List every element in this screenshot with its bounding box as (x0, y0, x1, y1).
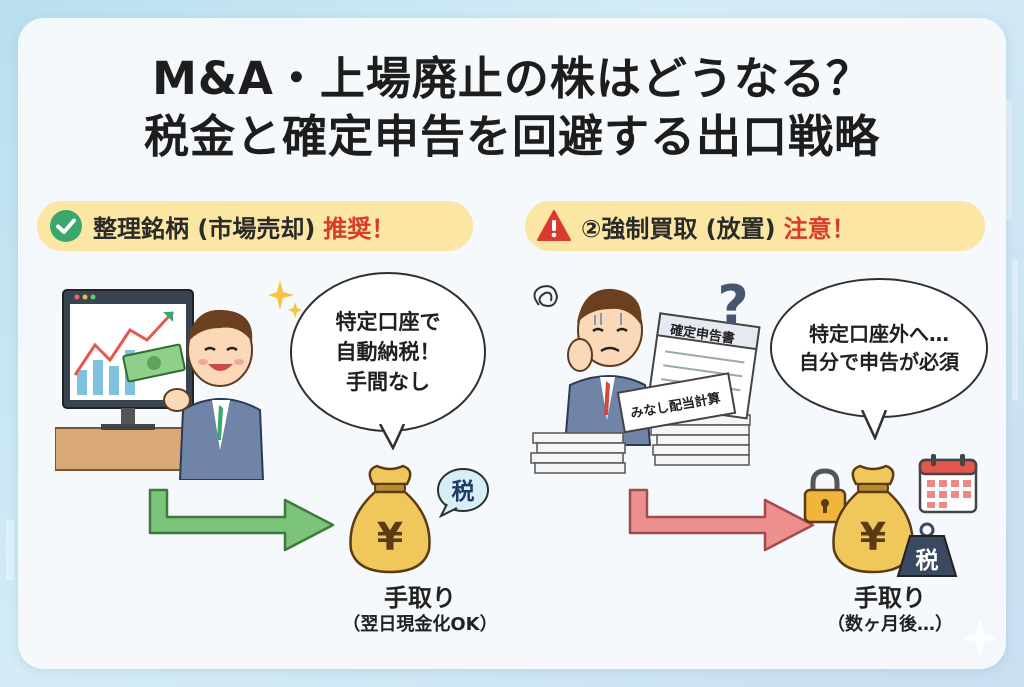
calendar-icon (918, 454, 978, 514)
right-bubble-line-2: 自分で申告が必須 (799, 350, 959, 374)
left-bubble-line-2: 自動納税！ (335, 340, 441, 364)
speech-bubble-icon: 税 (437, 468, 489, 518)
check-circle-icon (50, 210, 82, 242)
right-result-main: 手取り (854, 584, 926, 612)
right-speech-bubble: 特定口座外へ… 自分で申告が必須 (770, 278, 988, 418)
sparkle-icon (268, 280, 302, 318)
money-bag-icon: ¥ (349, 464, 431, 574)
right-header-label: ②強制買取 (放置) (581, 214, 776, 243)
left-speech-bubble: 特定口座で 自動納税！ 手間なし (290, 272, 486, 432)
money-bag-icon: ¥ (832, 464, 914, 574)
right-bag-symbol: ¥ (860, 515, 886, 559)
left-header-label: 整理銘柄 (市場売却) (93, 214, 316, 243)
right-tax-tag: 税 (916, 547, 939, 574)
left-result: 手取り （翌日現金化OK） (310, 583, 530, 637)
left-bag-symbol: ¥ (377, 515, 403, 559)
right-option-header: ②強制買取 (放置) 注意！ (525, 201, 985, 251)
right-result-sub: （数ヶ月後…） (827, 614, 953, 635)
left-bubble-line-1: 特定口座で (335, 310, 441, 334)
left-option-header: 整理銘柄 (市場売却) 推奨！ (37, 201, 473, 251)
left-result-main: 手取り (384, 584, 456, 612)
right-result: 手取り （数ヶ月後…） (790, 583, 990, 637)
left-flow-arrow (148, 488, 335, 552)
title-line-1: M&A・上場廃止の株はどうなる？ (152, 52, 872, 105)
left-tax-tag: 税 (452, 478, 475, 505)
stressed-businessman-illustration: 確定申告書 みなし配当計算 (530, 285, 761, 474)
question-mark-icon: ? (717, 276, 748, 334)
warning-triangle-icon (537, 210, 571, 241)
weight-icon: 税 (896, 522, 958, 577)
left-result-sub: （翌日現金化OK） (342, 614, 498, 635)
svg-text:?: ? (717, 276, 748, 334)
right-flow-arrow (628, 488, 815, 552)
left-bubble-tail (378, 424, 406, 450)
sparkle-icon (962, 618, 998, 658)
left-bubble-line-3: 手間なし (346, 370, 430, 394)
left-header-badge: 推奨！ (323, 214, 396, 243)
title-line-2: 税金と確定申告を回避する出口戦略 (143, 110, 880, 163)
right-header-badge: 注意！ (783, 214, 856, 243)
right-bubble-line-1: 特定口座外へ… (809, 322, 949, 346)
right-bubble-tail (860, 410, 888, 440)
happy-businessman-illustration (55, 289, 265, 480)
